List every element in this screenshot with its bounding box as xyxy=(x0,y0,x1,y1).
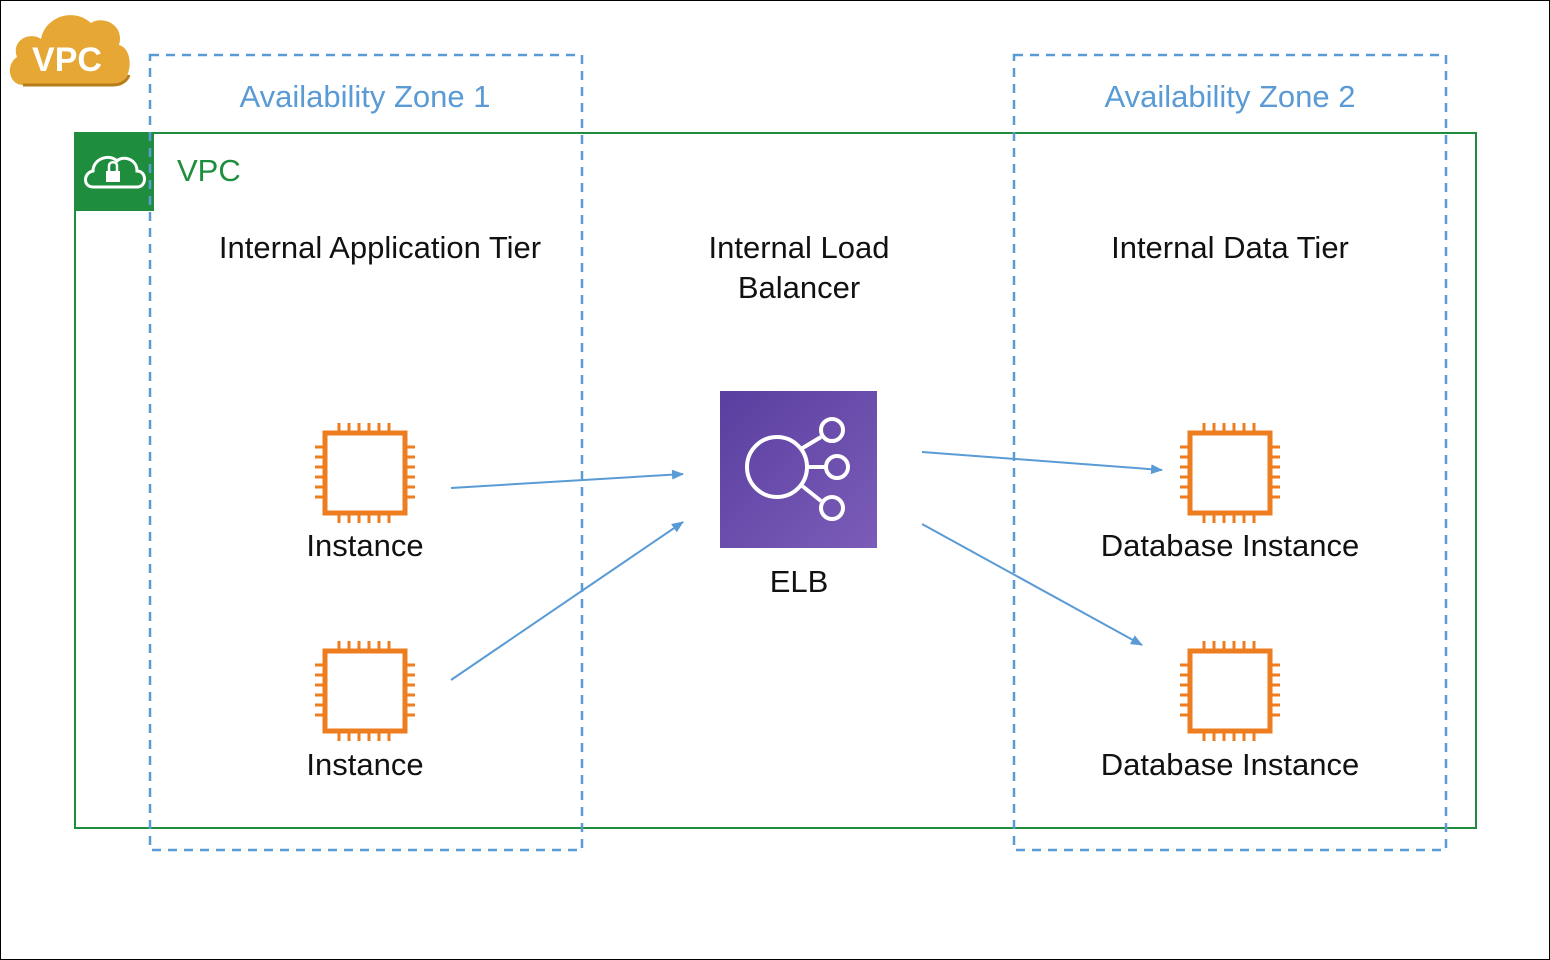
ec2-chip-icon xyxy=(315,641,415,741)
elb-icon xyxy=(720,391,877,548)
availability-zone-1-label: Availability Zone 1 xyxy=(239,79,490,114)
db-instance-2-label: Database Instance xyxy=(1101,747,1360,782)
app-instance-2-label: Instance xyxy=(306,747,423,782)
availability-zone-2-label: Availability Zone 2 xyxy=(1104,79,1355,114)
app-instance-1: Instance xyxy=(306,423,424,563)
cloud-icon xyxy=(9,15,130,86)
elb-label: ELB xyxy=(770,564,829,599)
db-instance-1: Database Instance xyxy=(1101,423,1360,563)
arrow-elb-to-db1 xyxy=(921,451,1163,475)
arrow-app1-to-elb xyxy=(450,469,684,489)
lb-tier-heading-line2: Balancer xyxy=(738,270,860,305)
db-instance-1-label: Database Instance xyxy=(1101,528,1360,563)
elb-node: ELB xyxy=(720,391,877,599)
availability-zone-2 xyxy=(1012,53,1448,852)
cloud-lock-icon xyxy=(84,155,146,189)
data-tier-heading: Internal Data Tier xyxy=(1111,230,1349,265)
vpc-badge-text: VPC xyxy=(32,41,102,79)
arrow-app2-to-elb xyxy=(450,521,684,681)
vpc-header: VPC xyxy=(75,133,241,211)
db-instance-2: Database Instance xyxy=(1101,641,1360,782)
vpc-label: VPC xyxy=(177,153,241,188)
vpc-badge: VPC xyxy=(9,15,131,87)
ec2-chip-icon xyxy=(1180,641,1280,741)
app-instance-2: Instance xyxy=(306,641,424,782)
arrow-elb-to-db2 xyxy=(921,523,1143,646)
vpc-boundary xyxy=(74,132,1477,829)
ec2-chip-icon xyxy=(1180,423,1280,523)
ec2-chip-icon xyxy=(315,423,415,523)
availability-zone-1 xyxy=(148,53,584,852)
lb-tier-heading-line1: Internal Load xyxy=(709,230,890,265)
app-tier-heading: Internal Application Tier xyxy=(219,230,541,265)
app-instance-1-label: Instance xyxy=(306,528,423,563)
